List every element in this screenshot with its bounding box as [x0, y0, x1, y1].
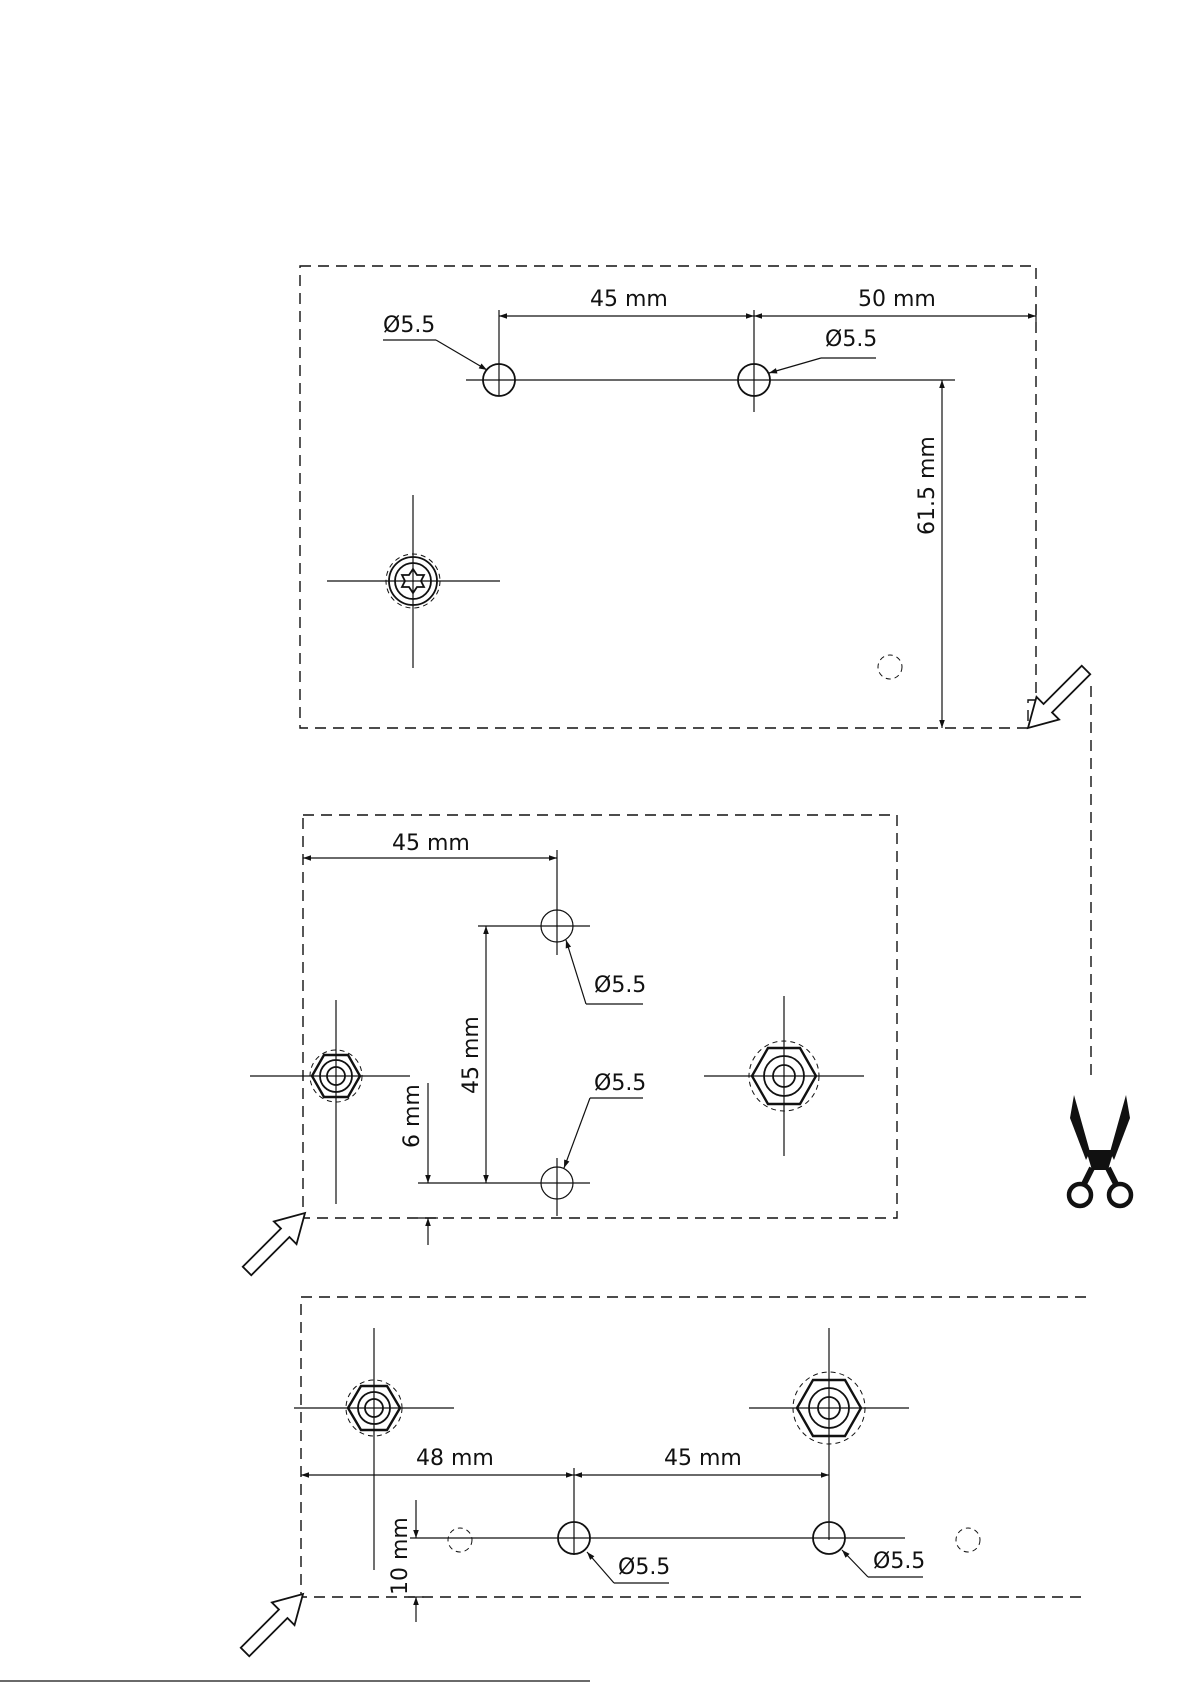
leader-line [842, 1550, 868, 1577]
arrow-icon [1017, 659, 1098, 740]
cut-outline-middle [303, 815, 897, 1218]
torx-screw-symbol [327, 495, 500, 668]
dimension-label-hole-spacing: 45 mm [664, 1446, 742, 1471]
leader-line [566, 940, 586, 1004]
leader-line [587, 1552, 614, 1583]
dimension-label-horizontal: 45 mm [392, 831, 470, 856]
template-bottom: 48 mm 45 mm 10 mm Ø5.5 Ø5.5 [234, 1297, 1086, 1663]
hex-nut-symbol [704, 996, 864, 1156]
dimension-label-vertical: 61.5 mm [915, 436, 940, 535]
optional-hole-marker [878, 655, 902, 679]
optional-hole-marker [956, 1528, 980, 1552]
dimension-label-edge: 50 mm [858, 287, 936, 312]
dimension-label-left: 48 mm [416, 1446, 494, 1471]
hex-nut-symbol [749, 1328, 909, 1540]
hole-left-label: Ø5.5 [618, 1555, 670, 1580]
hole-top-label: Ø5.5 [594, 973, 646, 998]
arrow-icon [234, 1583, 315, 1664]
hex-nut-symbol [250, 1000, 410, 1204]
dimension-label-edge-offset: 10 mm [388, 1517, 413, 1595]
dimension-label-hole-spacing: 45 mm [459, 1016, 484, 1094]
hole-right-label: Ø5.5 [873, 1549, 925, 1574]
arrow-icon [236, 1202, 317, 1283]
leader-line [769, 358, 821, 373]
leader-line [436, 340, 487, 370]
dimension-label-hole-spacing: 45 mm [590, 287, 668, 312]
leader-line [564, 1098, 590, 1168]
hole-right-label: Ø5.5 [825, 327, 877, 352]
hole-left-label: Ø5.5 [383, 313, 435, 338]
template-top: 45 mm 50 mm Ø5.5 Ø5.5 61.5 mm [300, 266, 1097, 739]
optional-hole-marker [448, 1528, 472, 1552]
scissors-icon [1069, 1095, 1131, 1206]
template-middle: 45 mm 45 mm 6 mm Ø5.5 Ø5.5 [236, 815, 897, 1282]
hole-bottom-label: Ø5.5 [594, 1071, 646, 1096]
dimension-label-edge-offset: 6 mm [400, 1084, 425, 1148]
